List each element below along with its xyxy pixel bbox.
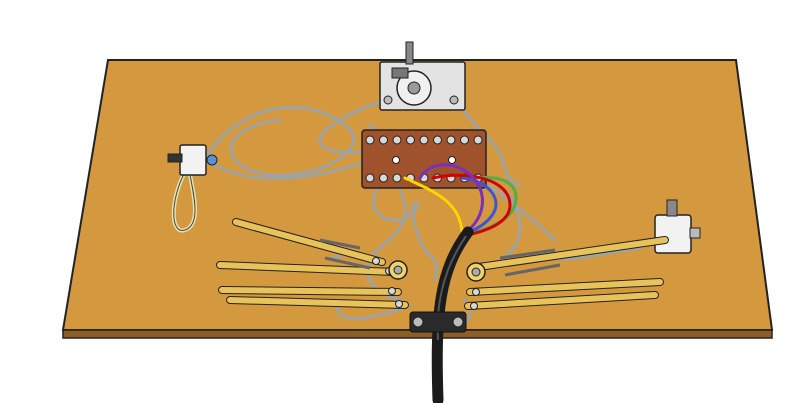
microswitch-left-actuator [167,153,183,163]
terminal-screw-top [446,135,456,145]
terminal-screw-bottom [392,173,402,183]
pot-nut [407,81,421,95]
lever-left-pin [372,257,380,265]
terminal-screw-bottom [379,173,388,183]
wire-purple [418,163,484,234]
wire-red [431,173,512,237]
microswitch-right-body [654,214,692,254]
pot-bracket-screw-left [383,95,393,105]
pivot-hub-right [466,262,486,282]
terminal-screw-top [473,135,483,145]
linkage-rod-right [504,263,561,277]
lever-right-bar [469,237,668,271]
terminal-screw-top [379,135,388,145]
terminal-screw-top [392,135,402,145]
terminal-screw-bottom [365,173,375,183]
linkage-rod-right [499,248,556,260]
wire-blue [460,176,498,234]
terminal-strip-mount-hole-left [392,156,400,164]
cable-clamp-screw-left [412,316,424,328]
lever-left-bar [227,297,408,308]
terminal-screw-top [419,135,429,145]
lever-left-pin [388,287,396,295]
lever-right-bar [465,292,658,309]
terminal-screw-top [365,135,375,145]
lever-left-pin [395,300,403,308]
pivot-hub-right-center [471,267,481,277]
pot-shaft [405,41,414,65]
pivot-hub-left-center [393,265,403,275]
lever-right-bar [467,279,663,295]
microswitch-right-terminal [689,227,701,239]
terminal-screw-top [406,135,415,145]
wire-yellow [403,176,464,234]
cable-clamp-screw-right [452,316,464,328]
lever-left-bar [217,262,398,275]
pot-bracket-screw-right [449,95,459,105]
linkage-rod-left [324,256,371,270]
microswitch-left [167,144,218,233]
terminal-screw-top [433,135,442,145]
lever-left-bar [219,287,401,295]
microswitch-left-terminal [206,154,218,166]
microswitch-right-actuator [666,199,678,217]
pot-terminal-tab [391,67,409,79]
lever-right-pin [470,302,478,310]
linkage-rod-left [319,238,361,250]
lever-right-pin [472,288,480,296]
cable-clamp [409,311,467,333]
terminal-strip-mount-hole-right [448,156,456,164]
cable-clamp-body [409,311,467,333]
lever-left-bar [233,219,385,265]
pivot-hub-left [388,260,408,280]
terminal-screw-top [460,135,469,145]
colored-wire-group [403,163,518,237]
potentiometer-assembly [379,41,466,111]
board-front-edge [62,329,773,339]
terminal-row-top [365,135,483,145]
microswitch-left-body [179,144,207,176]
